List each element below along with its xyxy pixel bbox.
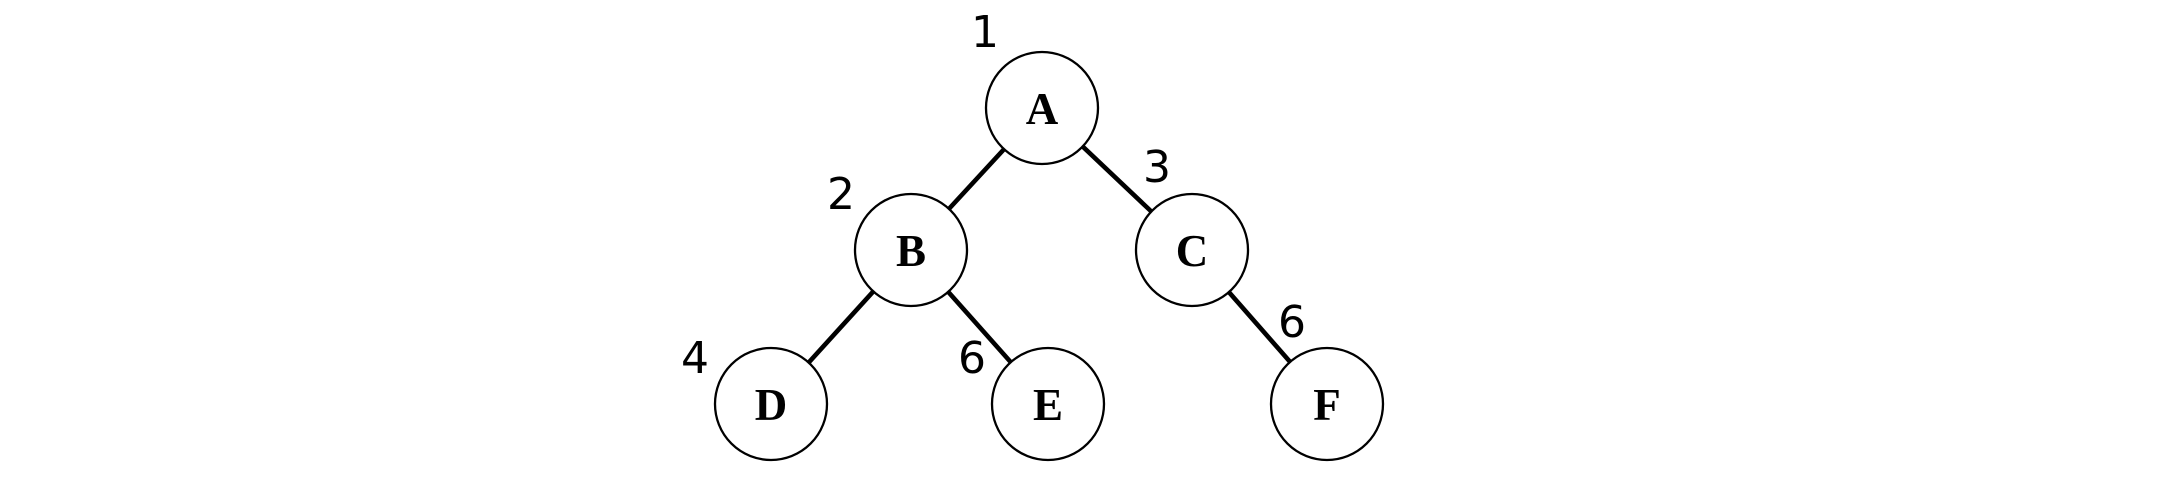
node-label-A: A	[1026, 84, 1059, 134]
node-number-A: 1	[971, 7, 999, 58]
node-number-F: 6	[1278, 297, 1306, 348]
node-label-C: C	[1176, 226, 1209, 276]
tree-node-F: F	[1269, 346, 1385, 462]
node-number-B: 2	[827, 169, 855, 220]
node-circle-A	[984, 50, 1100, 166]
tree-node-D: D	[713, 346, 829, 462]
tree-node-B: B	[853, 192, 969, 308]
node-number-C: 3	[1143, 142, 1171, 193]
node-number-E: 6	[958, 333, 986, 384]
node-number-D: 4	[681, 333, 709, 384]
tree-node-E: E	[990, 346, 1106, 462]
node-circle-B	[853, 192, 969, 308]
node-circle-E	[990, 346, 1106, 462]
node-label-D: D	[755, 380, 788, 430]
node-label-F: F	[1313, 380, 1341, 430]
node-circle-C	[1134, 192, 1250, 308]
node-circle-D	[713, 346, 829, 462]
tree-node-A: A	[984, 50, 1100, 166]
node-label-E: E	[1033, 380, 1063, 430]
node-label-B: B	[896, 226, 926, 276]
node-circle-F	[1269, 346, 1385, 462]
tree-node-C: C	[1134, 192, 1250, 308]
